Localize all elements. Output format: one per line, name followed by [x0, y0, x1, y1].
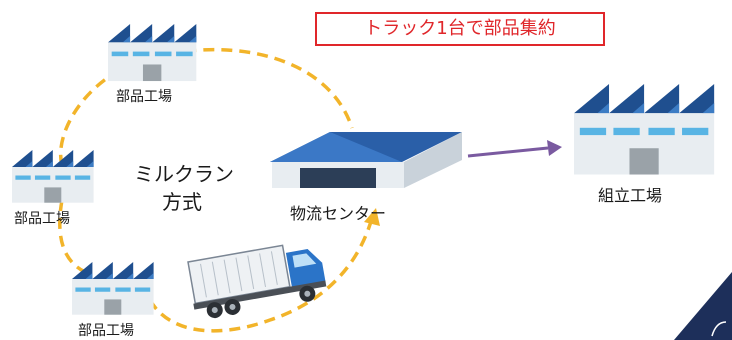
- factory-icon: [12, 150, 94, 203]
- hub-label: 物流センター: [290, 204, 387, 223]
- milk-run-route: [58, 199, 86, 274]
- parts-factory-label: 部品工場: [116, 89, 172, 105]
- method-label-line1: ミルクラン: [134, 162, 234, 186]
- diagram-title: トラック1台で部品集約: [315, 12, 605, 46]
- milk-run-route: [148, 217, 374, 333]
- factory-icon: [574, 84, 715, 175]
- parts-factory-label: 部品工場: [14, 211, 70, 227]
- milk-run-route: [58, 68, 121, 166]
- corner-badge: [674, 272, 732, 340]
- method-label-line2: 方式: [162, 190, 202, 214]
- parts-factory-label: 部品工場: [78, 323, 134, 339]
- factory-icon: [72, 262, 154, 315]
- factory-icon: [108, 24, 197, 82]
- milk-run-route: [149, 47, 354, 129]
- arrow-icon: [467, 146, 549, 158]
- warehouse-icon: [270, 132, 462, 188]
- route-arrowhead: [364, 208, 380, 226]
- arrow-icon: [547, 140, 562, 156]
- truck-icon: [187, 244, 327, 319]
- corner-badge-mark: [711, 321, 727, 337]
- assembly-factory-label: 組立工場: [598, 186, 663, 205]
